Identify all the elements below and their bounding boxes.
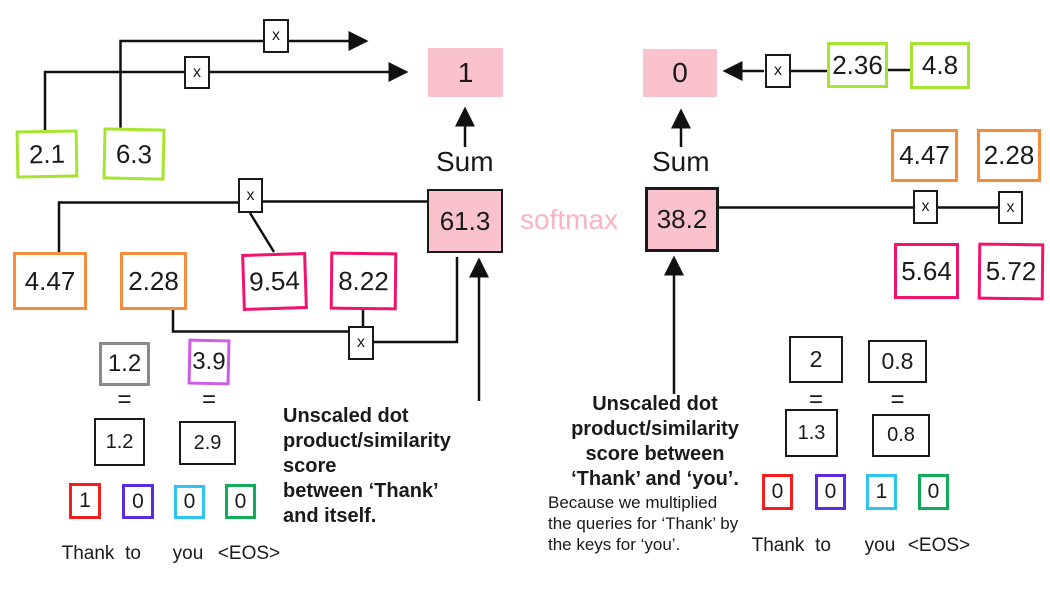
equals-sign: = [117, 386, 132, 413]
onehot-box-you: 1 [866, 474, 897, 510]
softmax-label: softmax [520, 204, 619, 235]
line-228-to-lower-multiply [171, 310, 348, 333]
key-value-box: 2.36 [827, 42, 888, 88]
onehot-box-you: 0 [174, 485, 205, 519]
onehot-box-thank: 1 [69, 483, 101, 519]
multiply-icon: x [913, 190, 938, 224]
equals-sign: = [201, 386, 216, 413]
onehot-box-to: 0 [122, 484, 154, 519]
product-value-box: 1.2 [94, 418, 145, 466]
embedding-value-box: 0.8 [868, 340, 927, 383]
query-value-box: 2.28 [977, 129, 1041, 182]
onehot-box-eos: 0 [918, 474, 949, 510]
sum-value-box: 61.3 [427, 189, 503, 253]
key-score-box: 9.54 [241, 251, 308, 312]
token-label-you: you [172, 543, 204, 564]
embedding-value-box: 2 [789, 336, 843, 383]
sum-value-box: 38.2 [645, 187, 719, 252]
product-value-box: 1.3 [785, 409, 838, 457]
softmax-result-box: 1 [428, 48, 503, 97]
embedding-value-box: 3.9 [187, 338, 231, 386]
query-value-box: 2.28 [120, 252, 187, 310]
product-value-box: 2.9 [179, 421, 236, 465]
embedding-value-box: 1.2 [99, 342, 150, 386]
token-label-to: to [815, 535, 831, 556]
token-label-eos: <EOS> [907, 535, 971, 556]
token-label-eos: <EOS> [217, 543, 281, 564]
key-score-box: 5.64 [894, 243, 959, 299]
multiply-icon: x [184, 56, 210, 89]
softmax-result-box: 0 [643, 49, 717, 97]
multiply-icon: x [998, 191, 1023, 224]
key-value-box: 2.1 [15, 129, 79, 179]
token-label-you: you [864, 535, 896, 556]
annotation-right-bold: Unscaled dot product/similarity score be… [571, 393, 739, 490]
equals-sign: = [890, 386, 905, 413]
token-label-thank: Thank [61, 543, 115, 564]
line-447-to-multiply-left [57, 201, 238, 252]
multiply-icon: x [238, 178, 263, 213]
query-value-box: 4.47 [891, 129, 958, 182]
key-value-box: 4.8 [910, 42, 970, 89]
token-label-thank: Thank [751, 535, 805, 556]
annotation-left: Unscaled dot product/similarity score be… [283, 405, 451, 527]
line-63-to-top-multiply [119, 31, 369, 128]
annotation-right-regular: Because we multiplied the queries for ‘T… [548, 493, 739, 554]
line-21-to-second-multiply [43, 62, 409, 130]
sum-label: Sum [652, 146, 710, 177]
onehot-box-to: 0 [815, 474, 846, 510]
onehot-box-eos: 0 [225, 484, 256, 519]
key-score-box: 5.72 [977, 242, 1045, 301]
token-label-to: to [125, 543, 141, 564]
line-multiply-to-954 [248, 212, 276, 253]
product-value-box: 0.8 [872, 414, 930, 457]
multiply-icon: x [348, 326, 374, 360]
multiply-icon: x [765, 54, 791, 88]
line-lower-multiply-to-sumbox [374, 257, 459, 344]
multiply-icon: x [263, 19, 289, 53]
key-score-box: 8.22 [329, 251, 398, 311]
query-value-box: 4.47 [13, 252, 87, 310]
equals-sign: = [808, 386, 823, 413]
sum-label: Sum [436, 146, 494, 177]
onehot-box-thank: 0 [762, 474, 793, 510]
key-value-box: 6.3 [102, 127, 166, 181]
